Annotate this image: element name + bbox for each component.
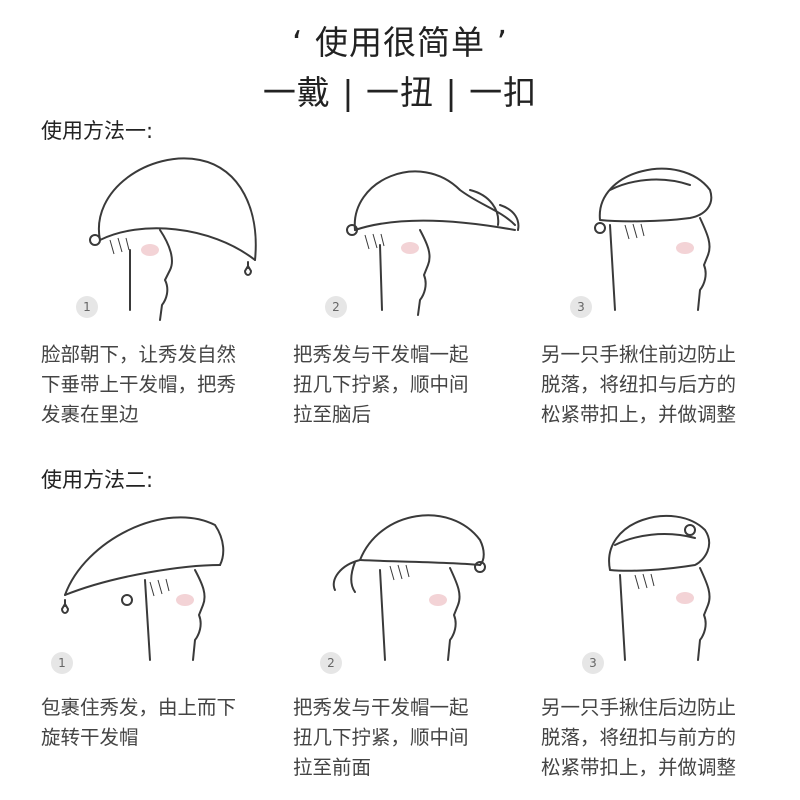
step-text-m1-3: 另一只手揪住前边防止 脱落，将纽扣与后方的 松紧带扣上，并做调整 [541,343,737,426]
step-text-m1-2: 把秀发与干发帽一起 扭几下拧紧，顺中间 拉至脑后 [293,343,469,426]
method-2-heading: 使用方法二: [41,468,154,492]
illustration-method1-step2 [346,170,520,316]
step-badge-m2-1: 1 [51,652,73,674]
step-badge-m1-3: 3 [570,296,592,318]
step-badge-m1-2: 2 [325,296,347,318]
illustration-method2-step2 [332,514,486,661]
illustration-method2-step3 [608,515,711,661]
step-badge-m1-1: 1 [76,296,98,318]
step-text-m2-2: 把秀发与干发帽一起 扭几下拧紧，顺中间 拉至前面 [293,696,469,779]
illustration-method2-step1 [61,516,225,661]
step-text-m2-3: 另一只手揪住后边防止 脱落，将纽扣与前方的 松紧带扣上，并做调整 [541,696,737,779]
illustration-method1-step1 [89,157,257,321]
step-text-m2-1: 包裹住秀发，由上而下 旋转干发帽 [41,696,237,749]
step-text-m1-1: 脸部朝下，让秀发自然 下垂带上干发帽，把秀 发裹在里边 [41,343,237,426]
method-1-heading: 使用方法一: [41,119,154,143]
step-badge-m2-2: 2 [320,652,342,674]
step-badge-m2-3: 3 [582,652,604,674]
page-title: ‘ 使用很简单 ’ [292,23,508,62]
illustration-method1-step3 [594,167,713,311]
page-subtitle: 一戴 | 一扭 | 一扣 [262,73,538,112]
